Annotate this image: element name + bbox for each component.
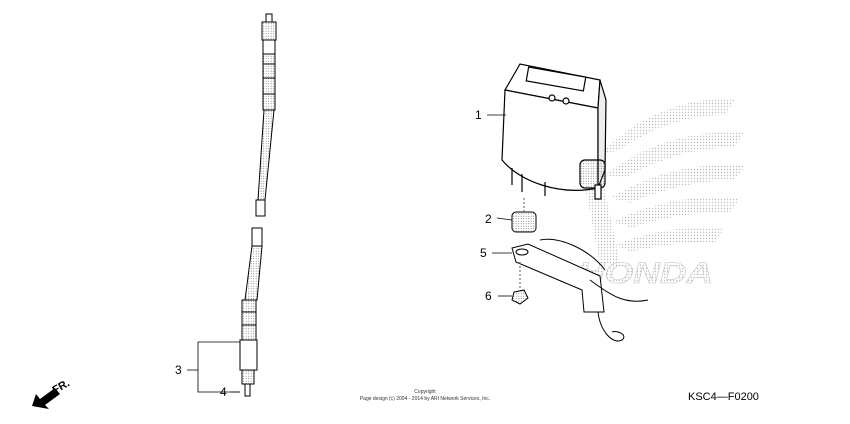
front-arrow-icon [32,388,60,409]
rubber-cushion [511,198,537,233]
front-label: FR. [51,377,72,396]
callout-5: 5 [480,246,487,260]
honda-wing-watermark [580,99,745,265]
nut [511,262,529,305]
front-direction-marker: FR. [32,377,72,409]
callout-6: 6 [485,289,492,303]
diagram-code: KSC4—F0200 [688,391,759,403]
callout-4: 4 [220,385,227,399]
meter-assembly [501,63,607,200]
meter-bracket [511,238,649,342]
callout-1: 1 [475,108,482,122]
callout-2: 2 [485,212,492,226]
leader-lines [187,114,513,393]
callout-3: 3 [175,363,182,377]
speedometer-cable [239,13,277,397]
copyright-line-2: Page design (c) 2004 - 2014 by ARI Netwo… [360,396,490,402]
copyright-line-1: Copyright [414,389,436,395]
